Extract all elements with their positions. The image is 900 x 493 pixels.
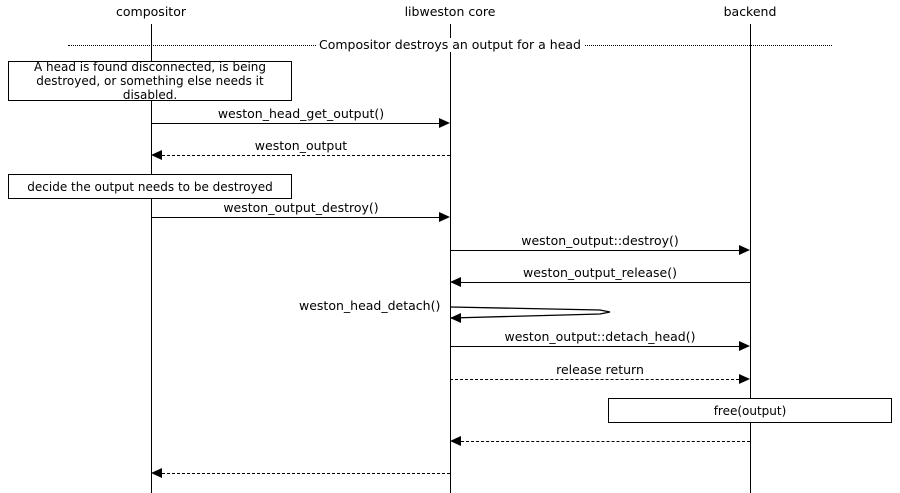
- arrowhead-left-icon: [450, 436, 461, 446]
- message-label-weston-output-destroy-cb: weston_output::destroy(): [521, 233, 679, 248]
- arrowhead-right-icon: [439, 118, 450, 128]
- message-line-release-return: [450, 379, 739, 380]
- message-label-weston-output-release: weston_output_release(): [523, 265, 677, 280]
- arrowhead-left-icon: [450, 313, 461, 323]
- message-label-weston-output-return: weston_output: [254, 138, 348, 153]
- arrowhead-left-icon: [151, 468, 162, 478]
- message-line-weston-output-detach-head: [450, 346, 739, 347]
- message-line-weston-output-destroy: [151, 217, 439, 218]
- message-line-weston-output-release: [461, 282, 750, 283]
- arrowhead-right-icon: [739, 341, 750, 351]
- actor-label-backend: backend: [723, 4, 777, 19]
- lifeline-backend: [750, 24, 751, 493]
- arrowhead-left-icon: [151, 150, 162, 160]
- arrowhead-right-icon: [439, 212, 450, 222]
- message-line-backend-return: [461, 441, 750, 442]
- message-line-weston-head-get-output: [151, 123, 439, 124]
- message-line-weston-output-return: [162, 155, 450, 156]
- actor-label-compositor: compositor: [116, 4, 186, 19]
- note-decide-destroy: decide the output needs to be destroyed: [8, 174, 292, 199]
- message-label-weston-output-destroy: weston_output_destroy(): [223, 200, 379, 215]
- lifeline-libweston-core: [450, 24, 451, 493]
- message-label-release-return: release return: [556, 362, 644, 377]
- lifeline-compositor: [151, 24, 152, 493]
- arrowhead-right-icon: [739, 374, 750, 384]
- arrowhead-right-icon: [739, 245, 750, 255]
- arrowhead-left-icon: [450, 277, 461, 287]
- note-head-disconnected: A head is found disconnected, is being d…: [8, 60, 292, 102]
- message-line-core-return: [162, 473, 450, 474]
- message-line-weston-output-destroy-cb: [450, 250, 739, 251]
- self-call-loop-weston-head-detach: [450, 306, 611, 319]
- message-label-weston-head-detach: weston_head_detach(): [299, 298, 441, 313]
- scenario-title: Compositor destroys an output for a head: [316, 38, 584, 52]
- message-label-weston-output-detach-head: weston_output::detach_head(): [504, 329, 696, 344]
- actor-label-libweston-core: libweston core: [404, 4, 496, 19]
- note-free-output: free(output): [608, 398, 892, 423]
- message-label-weston-head-get-output: weston_head_get_output(): [217, 106, 385, 121]
